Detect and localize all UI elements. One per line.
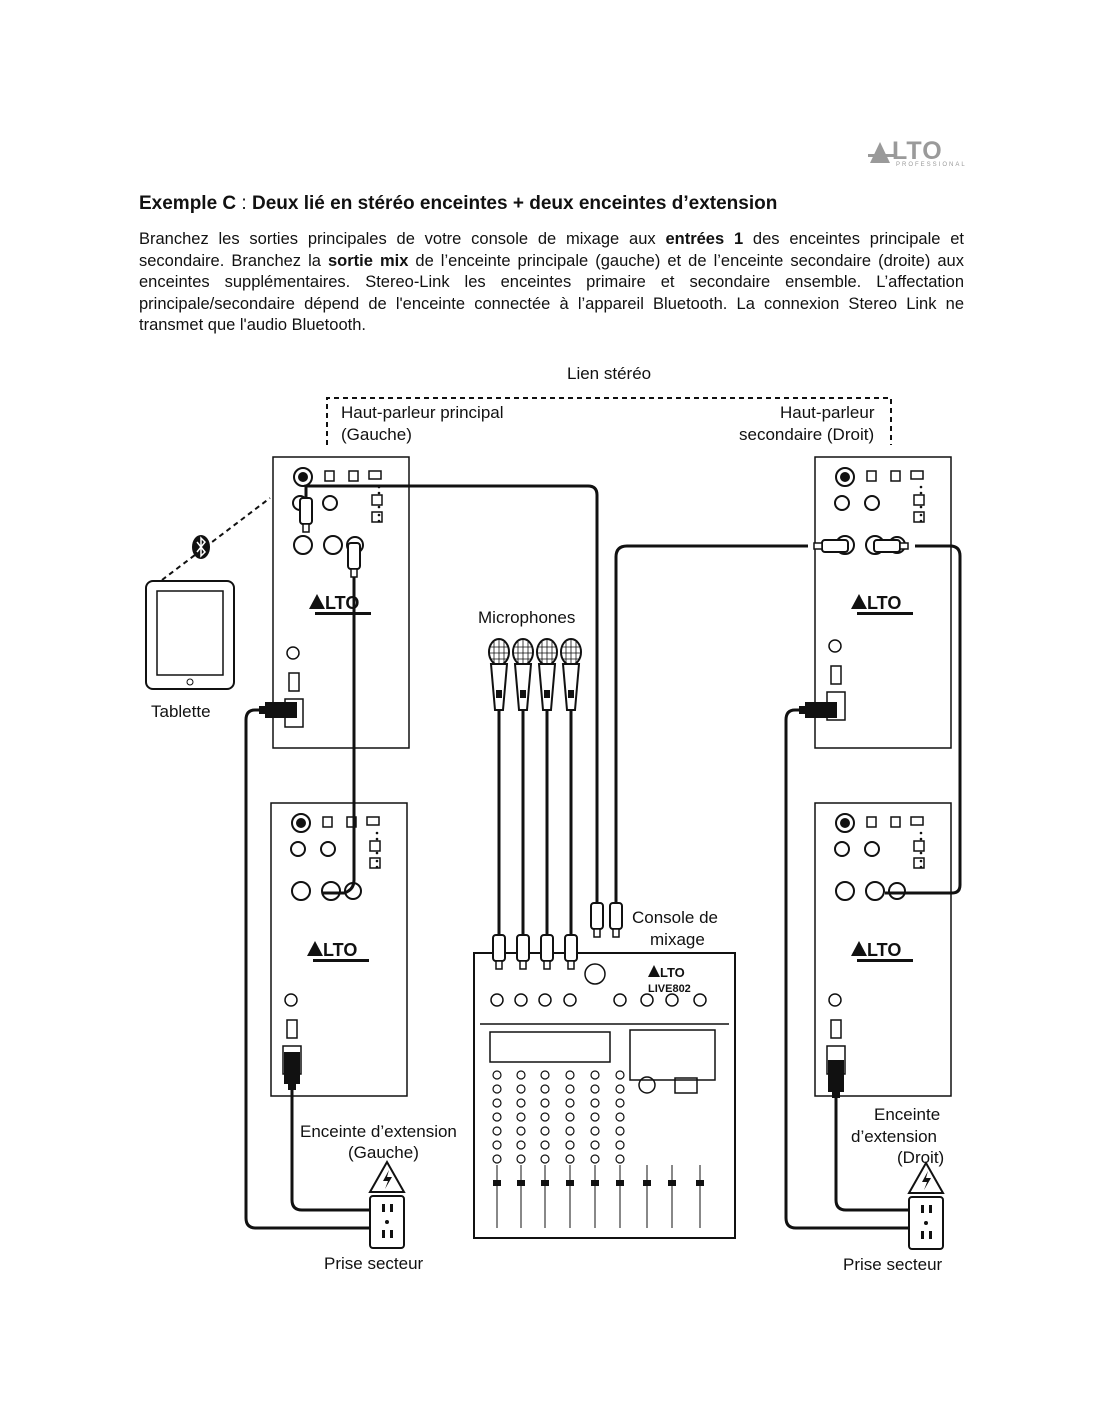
power-outlet-right — [908, 1162, 944, 1250]
mixer-knob — [590, 1084, 600, 1094]
alto-logo: LTO PROFESSIONAL — [868, 137, 967, 170]
speaker-extension-left — [270, 802, 408, 1097]
mixer-knob — [540, 1126, 550, 1136]
label-main-right-line2: secondaire (Droit) — [739, 425, 875, 444]
mixer-fader-cap — [591, 1180, 599, 1186]
logo-text: LTO — [892, 137, 943, 165]
logo-a-icon — [868, 142, 894, 163]
label-mixer-line2: mixage — [650, 930, 705, 949]
mixer-knob — [492, 1112, 502, 1122]
mixer-knob — [565, 1112, 575, 1122]
label-ext-right-line1: Enceinte — [874, 1105, 941, 1124]
stereo-link-bracket — [326, 397, 892, 445]
mixer-knob — [590, 1070, 600, 1080]
heading-example: Exemple C — [139, 193, 237, 214]
intro-text-2: des enceintes principale et secondaire. … — [139, 230, 964, 270]
mixer-knob — [590, 1112, 600, 1122]
mixer-knob — [615, 1112, 625, 1122]
tablet-icon — [145, 580, 235, 690]
mixer-knob — [516, 1126, 526, 1136]
intro-bold-inputs: entrées 1 — [665, 230, 744, 248]
mixer-knob — [540, 1140, 550, 1150]
speaker-extension-right — [814, 802, 952, 1097]
mixer-knob — [492, 1154, 502, 1164]
mixer-knob — [492, 1126, 502, 1136]
mixer-fader-cap — [541, 1180, 549, 1186]
mixer-knob — [540, 1112, 550, 1122]
intro-text-1: Branchez les sorties principales de votr… — [139, 230, 666, 248]
label-main-right-line1: Haut-parleur — [780, 403, 875, 422]
intro-paragraph: Branchez les sorties principales de votr… — [139, 229, 964, 337]
mixer-knob — [540, 1070, 550, 1080]
mixer-knob — [516, 1112, 526, 1122]
mixer-knob — [590, 1126, 600, 1136]
label-outlet-right: Prise secteur — [843, 1255, 943, 1274]
mixer-knob — [565, 1070, 575, 1080]
mixer-knob — [590, 1098, 600, 1108]
label-mixer-line1: Console de — [632, 908, 719, 927]
label-outlet-left: Prise secteur — [324, 1254, 424, 1273]
intro-bold-mix-out: sortie mix — [327, 251, 409, 270]
label-main-left-line1: Haut-parleur principal — [341, 403, 504, 422]
mixer-knob — [492, 1084, 502, 1094]
mixer-knob — [516, 1154, 526, 1164]
page-heading: Exemple C : Deux lié en stéréo enceintes… — [139, 193, 777, 215]
mixer-knob — [540, 1084, 550, 1094]
mixer-fader-cap — [616, 1180, 624, 1186]
mixer-knob — [540, 1098, 550, 1108]
heading-title: Deux lié en stéréo enceintes + deux ence… — [252, 193, 778, 214]
mixer-knob — [540, 1154, 550, 1164]
mixer-console: LTO LIVE802 — [473, 952, 736, 1239]
mixer-knob — [615, 1154, 625, 1164]
mixer-fader-cap — [668, 1180, 676, 1186]
label-ext-right-line2: d’extension — [851, 1127, 938, 1146]
mixer-knob — [516, 1070, 526, 1080]
mixer-knob — [565, 1126, 575, 1136]
mixer-knob — [565, 1084, 575, 1094]
microphones-group — [488, 638, 582, 711]
speaker-main-left — [272, 456, 410, 749]
mixer-model-label: LIVE802 — [648, 983, 691, 995]
label-ext-left-line1: Enceinte d’extension — [300, 1122, 457, 1141]
mixer-knob — [565, 1140, 575, 1150]
heading-separator: : — [236, 193, 252, 214]
mixer-knob — [492, 1098, 502, 1108]
mixer-knob — [615, 1098, 625, 1108]
label-ext-left-line2: (Gauche) — [348, 1143, 419, 1162]
mixer-knob — [615, 1126, 625, 1136]
mixer-knob — [615, 1070, 625, 1080]
speaker-secondary-right — [814, 456, 952, 749]
mixer-knob — [615, 1140, 625, 1150]
mixer-fader-cap — [493, 1180, 501, 1186]
mixer-knob — [565, 1098, 575, 1108]
mixer-fader-cap — [517, 1180, 525, 1186]
mixer-knob — [516, 1140, 526, 1150]
label-main-left-line2: (Gauche) — [341, 425, 412, 444]
label-ext-right-line3: (Droit) — [897, 1148, 945, 1167]
label-tablet: Tablette — [151, 702, 211, 721]
mixer-knob — [615, 1084, 625, 1094]
label-microphones: Microphones — [478, 608, 576, 627]
svg-text:LTO: LTO — [660, 965, 685, 980]
mixer-knob — [492, 1070, 502, 1080]
mixer-knob — [565, 1154, 575, 1164]
mixer-knob — [516, 1098, 526, 1108]
power-outlet-left — [369, 1161, 405, 1249]
mixer-knob — [590, 1140, 600, 1150]
bluetooth-icon — [192, 535, 210, 559]
mixer-fader-cap — [696, 1180, 704, 1186]
mixer-fader-cap — [566, 1180, 574, 1186]
intro-text-3: de l’enceinte principale (gauche) et de … — [139, 251, 964, 335]
mixer-fader-cap — [643, 1180, 651, 1186]
logo-subtext: PROFESSIONAL — [896, 162, 967, 168]
mixer-knob — [516, 1084, 526, 1094]
mixer-knob — [590, 1154, 600, 1164]
label-stereo-link: Lien stéréo — [567, 364, 652, 383]
mixer-knob — [492, 1140, 502, 1150]
